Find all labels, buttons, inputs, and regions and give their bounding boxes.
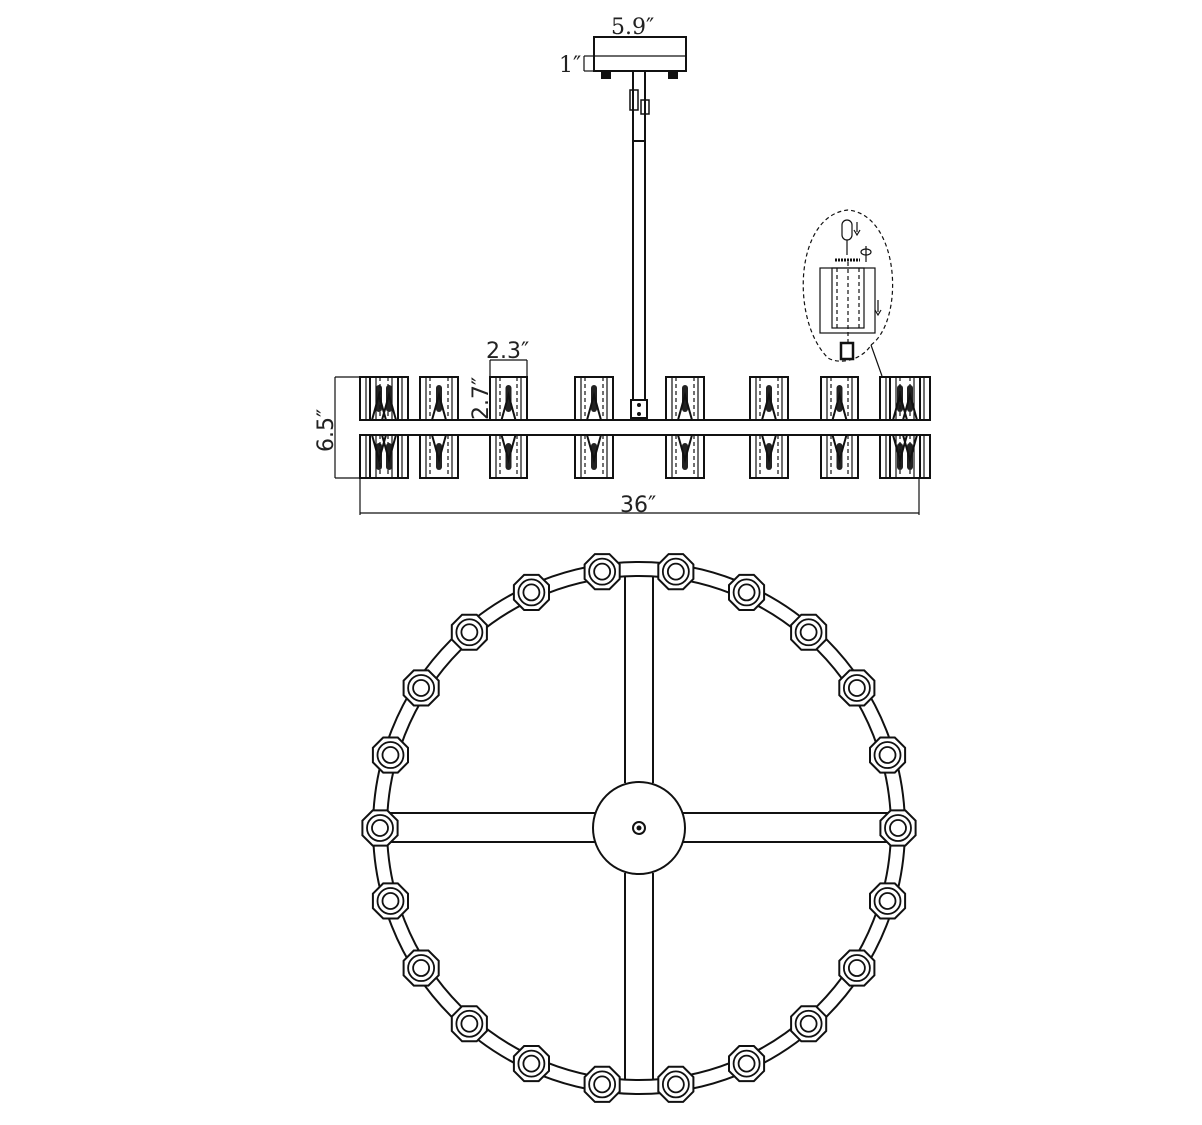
down-rod: [629, 70, 650, 419]
side-ring-bar: [360, 419, 920, 436]
side-pods: [359, 376, 931, 479]
plan-ring-pods: [361, 553, 917, 1103]
canopy: [583, 36, 687, 79]
center-hub: [592, 781, 686, 875]
pod-height-label: 2.7″: [469, 377, 494, 420]
bulb-install-detail: [802, 209, 894, 377]
canopy-height-label: 1″: [559, 53, 581, 78]
pod-width-label: 2.3″: [486, 339, 529, 364]
dimension-lines: [334, 359, 920, 515]
overall-height-label: 6.5″: [314, 409, 339, 452]
overall-diameter-label: 36″: [620, 493, 656, 518]
canopy-width-label: 5.9″: [611, 15, 654, 40]
